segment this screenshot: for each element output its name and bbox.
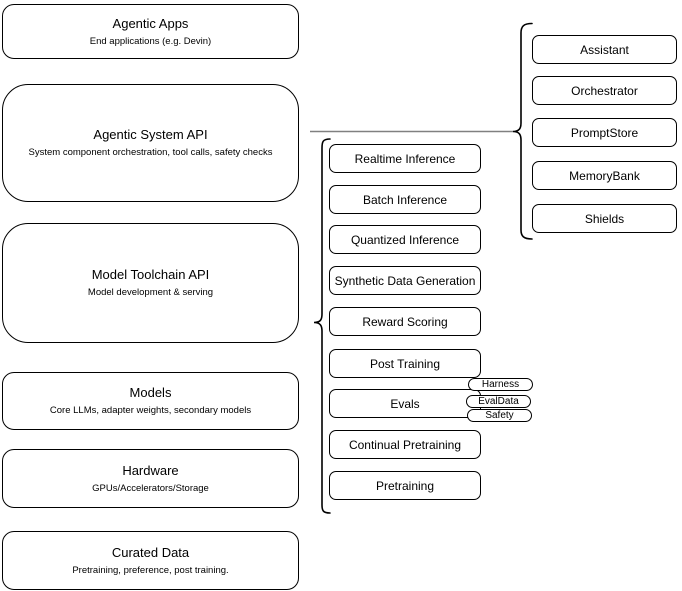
toolchain-item-label: Realtime Inference <box>354 151 456 166</box>
toolchain-item-label: Evals <box>390 396 420 411</box>
layer-subtitle: System component orchestration, tool cal… <box>28 147 273 158</box>
system-component-label: PromptStore <box>570 125 639 140</box>
layer-title: Models <box>129 385 172 400</box>
layer-subtitle: End applications (e.g. Devin) <box>89 35 212 47</box>
layer-title: Agentic System API <box>93 127 208 142</box>
toolchain-bracket <box>313 138 331 514</box>
system-component-assistant: Assistant <box>532 35 677 64</box>
system-component-label: MemoryBank <box>569 168 640 183</box>
layer-card-model-toolchain-api: Model Toolchain API Model development & … <box>2 223 299 343</box>
layer-title: Hardware <box>122 462 179 478</box>
toolchain-item-post-training: Post Training <box>329 349 481 378</box>
layer-title: Model Toolchain API <box>91 267 210 282</box>
eval-tag-label: EvalData <box>478 396 519 407</box>
layer-card-hardware: Hardware GPUs/Accelerators/Storage <box>2 449 299 508</box>
system-component-label: Assistant <box>580 42 629 57</box>
toolchain-item-realtime-inference: Realtime Inference <box>329 144 481 173</box>
layer-card-agentic-system-api: Agentic System API System component orch… <box>2 84 299 202</box>
toolchain-item-label: Pretraining <box>375 478 435 493</box>
layer-title: Agentic Apps <box>112 15 189 31</box>
toolchain-item-label: Synthetic Data Generation <box>334 273 476 288</box>
system-component-shields: Shields <box>532 204 677 233</box>
system-component-memorybank: MemoryBank <box>532 161 677 190</box>
layer-card-curated-data: Curated Data Pretraining, preference, po… <box>2 531 299 590</box>
toolchain-item-label: Post Training <box>369 356 441 371</box>
system-bracket <box>512 22 533 240</box>
toolchain-item-pretraining: Pretraining <box>329 471 481 500</box>
toolchain-item-reward-scoring: Reward Scoring <box>329 307 481 336</box>
toolchain-item-label: Reward Scoring <box>362 314 448 329</box>
layer-subtitle: GPUs/Accelerators/Storage <box>92 482 209 494</box>
toolchain-item-label: Continual Pretraining <box>348 437 462 452</box>
system-component-label: Shields <box>584 211 625 226</box>
eval-tag-pill-evaldata: EvalData <box>466 395 531 408</box>
layer-card-agentic-apps: Agentic Apps End applications (e.g. Devi… <box>2 4 299 59</box>
layer-title: Curated Data <box>111 544 190 560</box>
toolchain-item-synthetic-data-generation: Synthetic Data Generation <box>329 266 481 295</box>
layer-subtitle: Model development & serving <box>87 287 214 298</box>
toolchain-item-label: Quantized Inference <box>350 232 460 247</box>
eval-tag-label: Harness <box>481 379 520 390</box>
system-component-label: Orchestrator <box>571 83 638 98</box>
eval-tag-pill-safety: Safety <box>467 409 532 422</box>
eval-tag-label: Safety <box>485 410 514 421</box>
layer-subtitle: Pretraining, preference, post training. <box>72 564 229 576</box>
system-component-promptstore: PromptStore <box>532 118 677 147</box>
toolchain-item-continual-pretraining: Continual Pretraining <box>329 430 481 459</box>
toolchain-item-quantized-inference: Quantized Inference <box>329 225 481 254</box>
layer-card-models: Models Core LLMs, adapter weights, secon… <box>2 372 299 430</box>
eval-tag-pill-harness: Harness <box>468 378 533 391</box>
system-component-orchestrator: Orchestrator <box>532 76 677 105</box>
layer-subtitle: Core LLMs, adapter weights, secondary mo… <box>49 405 252 416</box>
toolchain-item-evals: Evals <box>329 389 481 418</box>
toolchain-item-batch-inference: Batch Inference <box>329 185 481 214</box>
toolchain-item-label: Batch Inference <box>362 192 448 207</box>
